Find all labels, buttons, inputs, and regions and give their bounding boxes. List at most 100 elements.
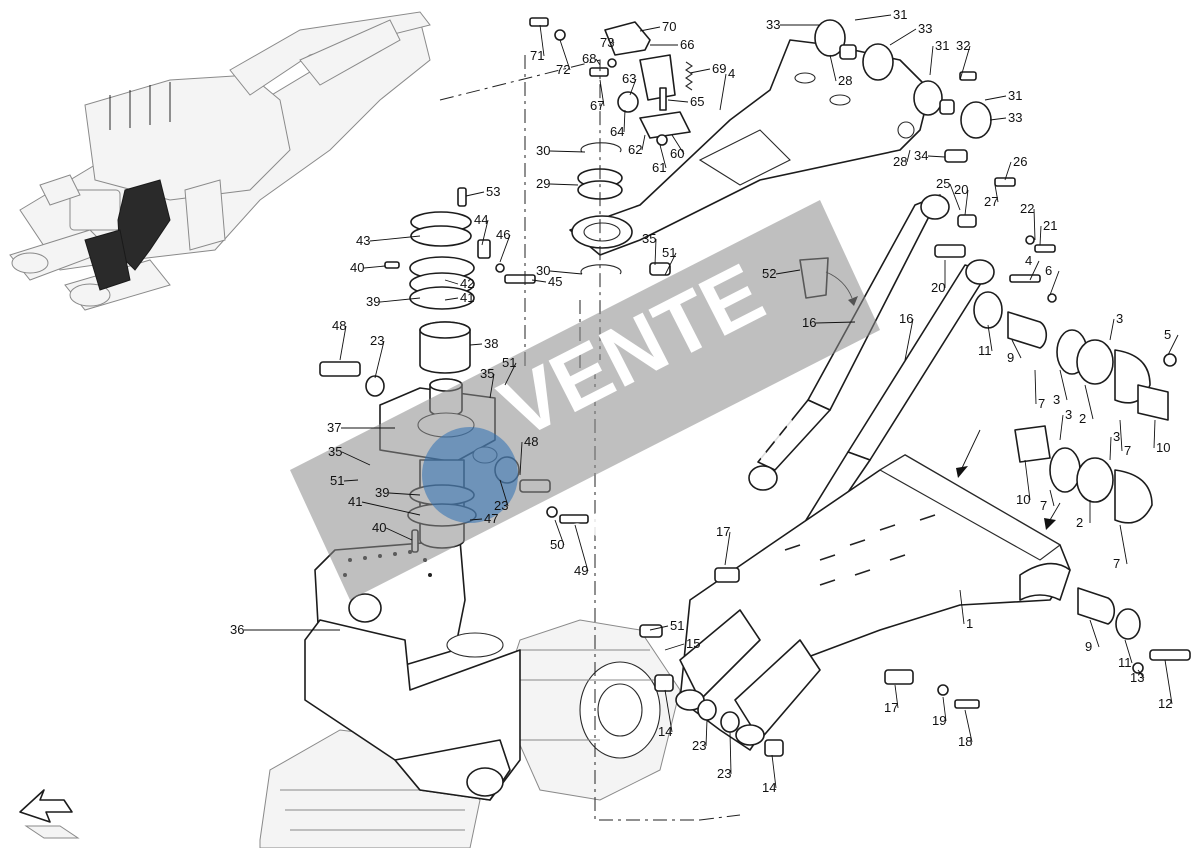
callout-leader-c42 (444, 279, 459, 285)
callout-label-c64: 64 (610, 124, 624, 139)
callout-leader-c21 (1039, 225, 1042, 246)
callout-leader-c7c (1049, 489, 1055, 507)
callout-label-c40a: 40 (350, 260, 364, 275)
callout-label-c52: 52 (762, 266, 776, 281)
callout-label-c48a: 48 (332, 318, 346, 333)
callout-leader-c14b (771, 754, 777, 789)
callout-label-c41b: 41 (348, 494, 362, 509)
callout-leader-c4 (719, 73, 727, 111)
callout-leader-c14a (664, 689, 673, 733)
callout-label-c35b: 35 (480, 366, 494, 381)
callout-leader-c61 (659, 144, 667, 169)
callout-label-c70: 70 (662, 19, 676, 34)
callout-leader-c45 (531, 279, 547, 283)
callout-leader-c49 (574, 524, 589, 572)
callout-leader-c51d (649, 625, 669, 631)
callout-label-c31a: 31 (893, 7, 907, 22)
callout-leader-c51b (504, 362, 517, 386)
callout-label-c23c: 23 (692, 738, 706, 753)
callout-label-c10b: 10 (1016, 492, 1030, 507)
upper-bracket-parts (529, 17, 693, 275)
callout-leader-c34 (927, 155, 946, 158)
callout-leader-c41a (444, 297, 459, 301)
callout-leader-c17a (724, 531, 731, 566)
callout-leader-c48a (339, 325, 347, 361)
callout-leader-c46 (499, 234, 511, 263)
callout-label-c22: 22 (1020, 201, 1034, 216)
callout-label-c51d: 51 (670, 618, 684, 633)
callout-leader-c70 (639, 26, 661, 32)
callout-label-c47: 47 (484, 511, 498, 526)
callout-label-c15: 15 (686, 636, 700, 651)
callout-label-c2b: 2 (1076, 515, 1083, 530)
callout-label-c34: 34 (914, 148, 928, 163)
callout-label-c49: 49 (574, 563, 588, 578)
callout-leader-c18 (964, 709, 973, 743)
callout-leader-c72 (559, 39, 571, 71)
callout-label-c38: 38 (484, 336, 498, 351)
watermark-logo-icon (422, 427, 518, 523)
callout-label-c21: 21 (1043, 218, 1057, 233)
callout-label-c12: 12 (1158, 696, 1172, 711)
callout-leader-c31a (854, 14, 892, 21)
callout-label-c51a: 51 (662, 245, 676, 260)
callout-leader-c52 (775, 269, 801, 275)
callout-leader-c3c (1059, 414, 1064, 441)
callout-leader-c16a (815, 321, 856, 324)
callout-leader-c19 (942, 696, 947, 722)
callout-leader-c31c (984, 95, 1007, 101)
callout-label-c20b: 20 (931, 280, 945, 295)
callout-label-c9a: 9 (1007, 350, 1014, 365)
callout-leader-c28b (906, 149, 911, 163)
callout-leader-c38 (469, 343, 483, 346)
callout-leader-c43 (369, 235, 421, 242)
callout-label-c72: 72 (556, 62, 570, 77)
callout-leader-c51a (664, 252, 677, 276)
slewing-arm-4 (569, 39, 931, 256)
callout-leader-c1 (959, 589, 965, 625)
callout-leader-c3a (1109, 318, 1115, 341)
callout-label-c35a: 35 (642, 231, 656, 246)
callout-leader-c33c (989, 117, 1007, 121)
callout-leader-c39a (379, 297, 421, 303)
callout-leader-c69 (689, 68, 711, 74)
callout-label-c51c: 51 (330, 473, 344, 488)
callout-label-c3c: 3 (1065, 407, 1072, 422)
arm-head-pins (814, 19, 1016, 187)
callout-label-c26: 26 (1013, 154, 1027, 169)
callout-leader-c30a (549, 150, 586, 153)
callout-leader-c29 (549, 183, 579, 186)
callout-label-c11b: 11 (1118, 655, 1132, 670)
orientation-arrow-icon (19, 789, 80, 839)
callout-leader-c9b (1089, 619, 1100, 648)
callout-leader-c30b (549, 270, 583, 275)
callout-leader-c7a (1034, 369, 1037, 405)
callout-leader-c15 (664, 643, 685, 651)
callout-label-c62: 62 (628, 142, 642, 157)
callout-leader-c48b (519, 441, 523, 476)
callout-label-c51b: 51 (502, 355, 516, 370)
callout-label-c33c: 33 (1008, 110, 1022, 125)
callout-label-c6: 6 (1045, 263, 1052, 278)
callout-label-c65: 65 (690, 94, 704, 109)
callout-label-c31b: 31 (935, 38, 949, 53)
callout-leader-c68 (595, 58, 601, 66)
callout-leader-c5 (1167, 334, 1179, 356)
callout-leader-c11a (987, 324, 993, 352)
callout-label-c67: 67 (590, 98, 604, 113)
callout-leader-c10b (1024, 459, 1031, 501)
callout-label-c31c: 31 (1008, 88, 1022, 103)
callout-label-c73: 73 (600, 35, 614, 50)
callout-label-c44: 44 (474, 212, 488, 227)
callout-label-c18: 18 (958, 734, 972, 749)
callout-leader-c2a (1084, 384, 1094, 420)
callout-label-c7b: 7 (1124, 443, 1131, 458)
callout-label-c3d: 3 (1113, 429, 1120, 444)
callout-label-c30a: 30 (536, 143, 550, 158)
callout-label-c27: 27 (984, 194, 998, 209)
callout-label-c30b: 30 (536, 263, 550, 278)
callout-label-c17a: 17 (716, 524, 730, 539)
